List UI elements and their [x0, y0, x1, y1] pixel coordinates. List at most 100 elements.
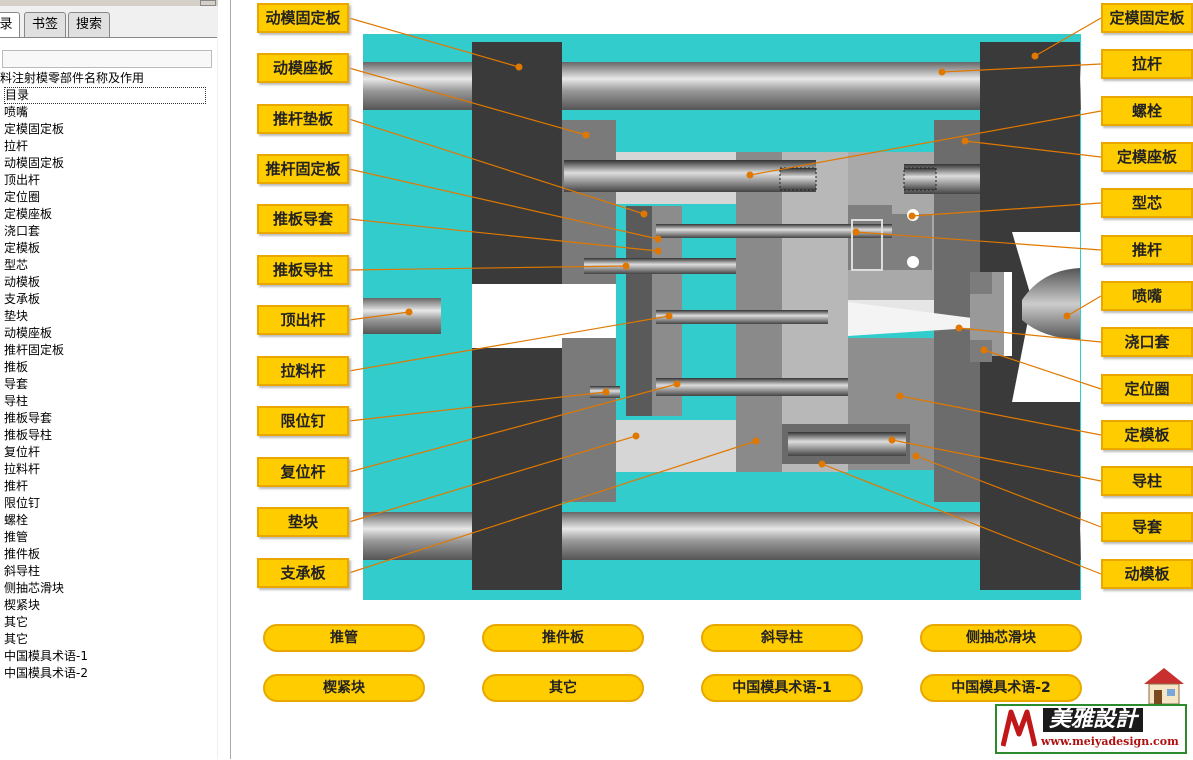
leader-line — [1034, 17, 1102, 57]
left-part-label[interactable]: 顶出杆 — [257, 305, 349, 335]
toc-item[interactable]: 中国模具术语-2 — [4, 666, 88, 680]
nav-button[interactable]: 中国模具术语-2 — [920, 674, 1082, 702]
left-part-label[interactable]: 推杆垫板 — [257, 104, 349, 134]
right-part-label[interactable]: 动模板 — [1101, 559, 1193, 589]
toc-item[interactable]: 拉杆 — [4, 139, 29, 153]
toc-item[interactable]: 螺栓 — [4, 513, 29, 527]
right-part-label[interactable]: 拉杆 — [1101, 49, 1193, 79]
toc-item[interactable]: 动模座板 — [4, 326, 53, 340]
right-part-label[interactable]: 定模固定板 — [1101, 3, 1193, 33]
left-part-label[interactable]: 推杆固定板 — [257, 154, 349, 184]
ejector-retainer-plate — [626, 206, 652, 416]
toc-item[interactable]: 支承板 — [4, 292, 41, 306]
left-part-label[interactable]: 复位杆 — [257, 457, 349, 487]
toc-item[interactable]: 拉料杆 — [4, 462, 41, 476]
nav-button[interactable]: 楔紧块 — [263, 674, 425, 702]
toc-item[interactable]: 定模固定板 — [4, 122, 65, 136]
toc-item[interactable]: 推板导柱 — [4, 428, 53, 442]
nozzle-shape — [1022, 268, 1080, 340]
right-part-label[interactable]: 定模座板 — [1101, 142, 1193, 172]
toc-item[interactable]: 推管 — [4, 530, 29, 544]
toc-item[interactable]: 喷嘴 — [4, 105, 29, 119]
brand-logo[interactable]: 美雅設計 www.meiyadesign.com — [995, 704, 1187, 754]
contents-filter-field[interactable] — [2, 50, 212, 68]
left-part-label[interactable]: 垫块 — [257, 507, 349, 537]
toc-item[interactable]: 中国模具术语-1 — [4, 649, 88, 663]
pane-splitter[interactable] — [218, 0, 231, 759]
right-part-label[interactable]: 喷嘴 — [1101, 281, 1193, 311]
tree-root-item[interactable]: 料注射模零部件名称及作用 — [0, 71, 145, 85]
left-part-label[interactable]: 限位钉 — [257, 406, 349, 436]
leader-dot — [908, 212, 916, 220]
toc-item[interactable]: 楔紧块 — [4, 598, 41, 612]
toc-item[interactable]: 型芯 — [4, 258, 29, 272]
toc-item[interactable]: 推杆 — [4, 479, 29, 493]
toc-item[interactable]: 导套 — [4, 377, 29, 391]
toc-item[interactable]: 目录 — [4, 87, 206, 104]
right-part-label[interactable]: 浇口套 — [1101, 327, 1193, 357]
toc-item[interactable]: 推板 — [4, 360, 29, 374]
toc-item[interactable]: 侧抽芯滑块 — [4, 581, 65, 595]
tab-search[interactable]: 搜索 — [68, 12, 110, 37]
right-part-label[interactable]: 推杆 — [1101, 235, 1193, 265]
right-part-label[interactable]: 导套 — [1101, 512, 1193, 542]
right-part-label[interactable]: 导柱 — [1101, 466, 1193, 496]
nav-button[interactable]: 斜导柱 — [701, 624, 863, 652]
leader-dot — [1031, 52, 1039, 60]
nav-button[interactable]: 侧抽芯滑块 — [920, 624, 1082, 652]
nav-button[interactable]: 其它 — [482, 674, 644, 702]
right-part-label[interactable]: 定模板 — [1101, 420, 1193, 450]
left-part-label[interactable]: 推板导套 — [257, 204, 349, 234]
leader-line — [891, 439, 1102, 482]
leader-dot — [665, 312, 673, 320]
toc-item[interactable]: 顶出杆 — [4, 173, 41, 187]
sidebar-close-button[interactable] — [200, 0, 216, 6]
leader-dot — [752, 437, 760, 445]
left-part-label[interactable]: 动模座板 — [257, 53, 349, 83]
nav-button[interactable]: 推管 — [263, 624, 425, 652]
leader-line — [348, 168, 659, 240]
leader-dot — [896, 392, 904, 400]
nav-button[interactable]: 中国模具术语-1 — [701, 674, 863, 702]
tab-bookmarks[interactable]: 书签 — [24, 12, 66, 37]
right-part-label[interactable]: 型芯 — [1101, 188, 1193, 218]
toc-item[interactable]: 推件板 — [4, 547, 41, 561]
leader-dot — [582, 131, 590, 139]
toc-item[interactable]: 斜导柱 — [4, 564, 41, 578]
toc-item[interactable]: 定模座板 — [4, 207, 53, 221]
bolt-thread-left — [779, 167, 817, 191]
leader-dot — [888, 436, 896, 444]
toc-item[interactable]: 定位圈 — [4, 190, 41, 204]
toc-item[interactable]: 其它 — [4, 615, 29, 629]
sprue-puller-pin — [656, 310, 828, 324]
platen-ejector-hole — [472, 284, 562, 348]
right-part-label[interactable]: 定位圈 — [1101, 374, 1193, 404]
left-part-label[interactable]: 动模固定板 — [257, 3, 349, 33]
ejector-guide-pillar — [584, 258, 736, 274]
toc-item[interactable]: 定模板 — [4, 241, 41, 255]
leader-line — [348, 17, 520, 68]
leader-line — [964, 140, 1102, 158]
toc-item[interactable]: 动模固定板 — [4, 156, 65, 170]
toc-item[interactable]: 垫块 — [4, 309, 29, 323]
leader-dot — [673, 380, 681, 388]
toc-item[interactable]: 其它 — [4, 632, 29, 646]
spacer-block-bottom — [616, 420, 736, 472]
left-part-label[interactable]: 推板导柱 — [257, 255, 349, 285]
toc-item[interactable]: 推板导套 — [4, 411, 53, 425]
toc-item[interactable]: 导柱 — [4, 394, 29, 408]
nav-button[interactable]: 推件板 — [482, 624, 644, 652]
toc-item[interactable]: 动模板 — [4, 275, 41, 289]
toc-item[interactable]: 推杆固定板 — [4, 343, 65, 357]
clamp-plate-hole — [562, 284, 616, 338]
left-part-label[interactable]: 拉料杆 — [257, 356, 349, 386]
tab-contents[interactable]: 录 — [0, 12, 20, 37]
coolant-hole-2 — [907, 256, 919, 268]
toc-item[interactable]: 浇口套 — [4, 224, 41, 238]
left-part-label[interactable]: 支承板 — [257, 558, 349, 588]
leader-line — [348, 391, 607, 422]
right-part-label[interactable]: 螺栓 — [1101, 96, 1193, 126]
toc-item[interactable]: 复位杆 — [4, 445, 41, 459]
toc-item[interactable]: 限位钉 — [4, 496, 41, 510]
home-icon[interactable] — [1140, 664, 1188, 706]
